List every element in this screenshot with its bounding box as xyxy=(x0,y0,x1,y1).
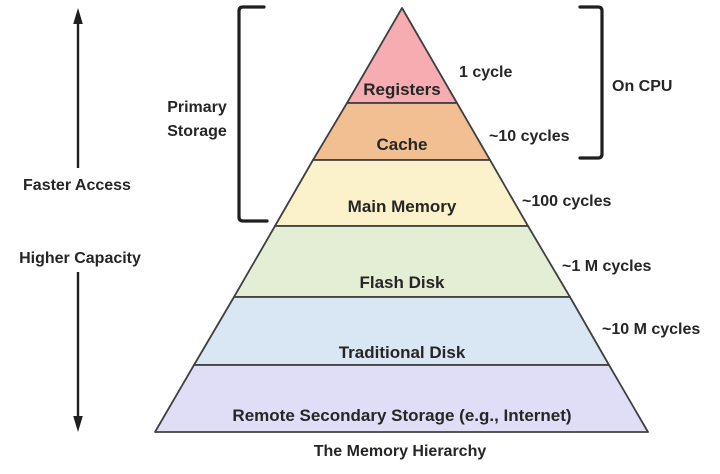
primary-storage-label-line1: Primary xyxy=(167,99,227,116)
level-label-traditional-disk: Traditional Disk xyxy=(339,343,466,362)
level-label-main-memory: Main Memory xyxy=(348,197,457,216)
level-label-remote-storage: Remote Secondary Storage (e.g., Internet… xyxy=(232,406,571,425)
latency-label-flash-disk: ~1 M cycles xyxy=(562,258,652,275)
faster-access-label: Faster Access xyxy=(23,177,131,194)
latency-label-registers: 1 cycle xyxy=(459,64,512,81)
faster-access-arrow-icon xyxy=(73,8,83,168)
level-label-flash-disk: Flash Disk xyxy=(359,273,445,292)
on-cpu-bracket xyxy=(578,5,604,160)
level-label-registers: Registers xyxy=(363,80,440,99)
latency-label-traditional-disk: ~10 M cycles xyxy=(602,321,700,338)
level-label-cache: Cache xyxy=(376,135,427,154)
higher-capacity-arrow-icon xyxy=(73,272,83,432)
level-band-remote-storage xyxy=(154,364,649,433)
level-band-main-memory xyxy=(274,159,529,227)
primary-storage-label-line2: Storage xyxy=(167,123,227,140)
primary-storage-bracket xyxy=(237,5,269,223)
latency-label-cache: ~10 cycles xyxy=(489,128,570,145)
latency-label-main-memory: ~100 cycles xyxy=(522,193,612,210)
diagram-caption: The Memory Hierarchy xyxy=(314,443,487,460)
on-cpu-label: On CPU xyxy=(612,78,672,95)
higher-capacity-label: Higher Capacity xyxy=(19,250,141,267)
